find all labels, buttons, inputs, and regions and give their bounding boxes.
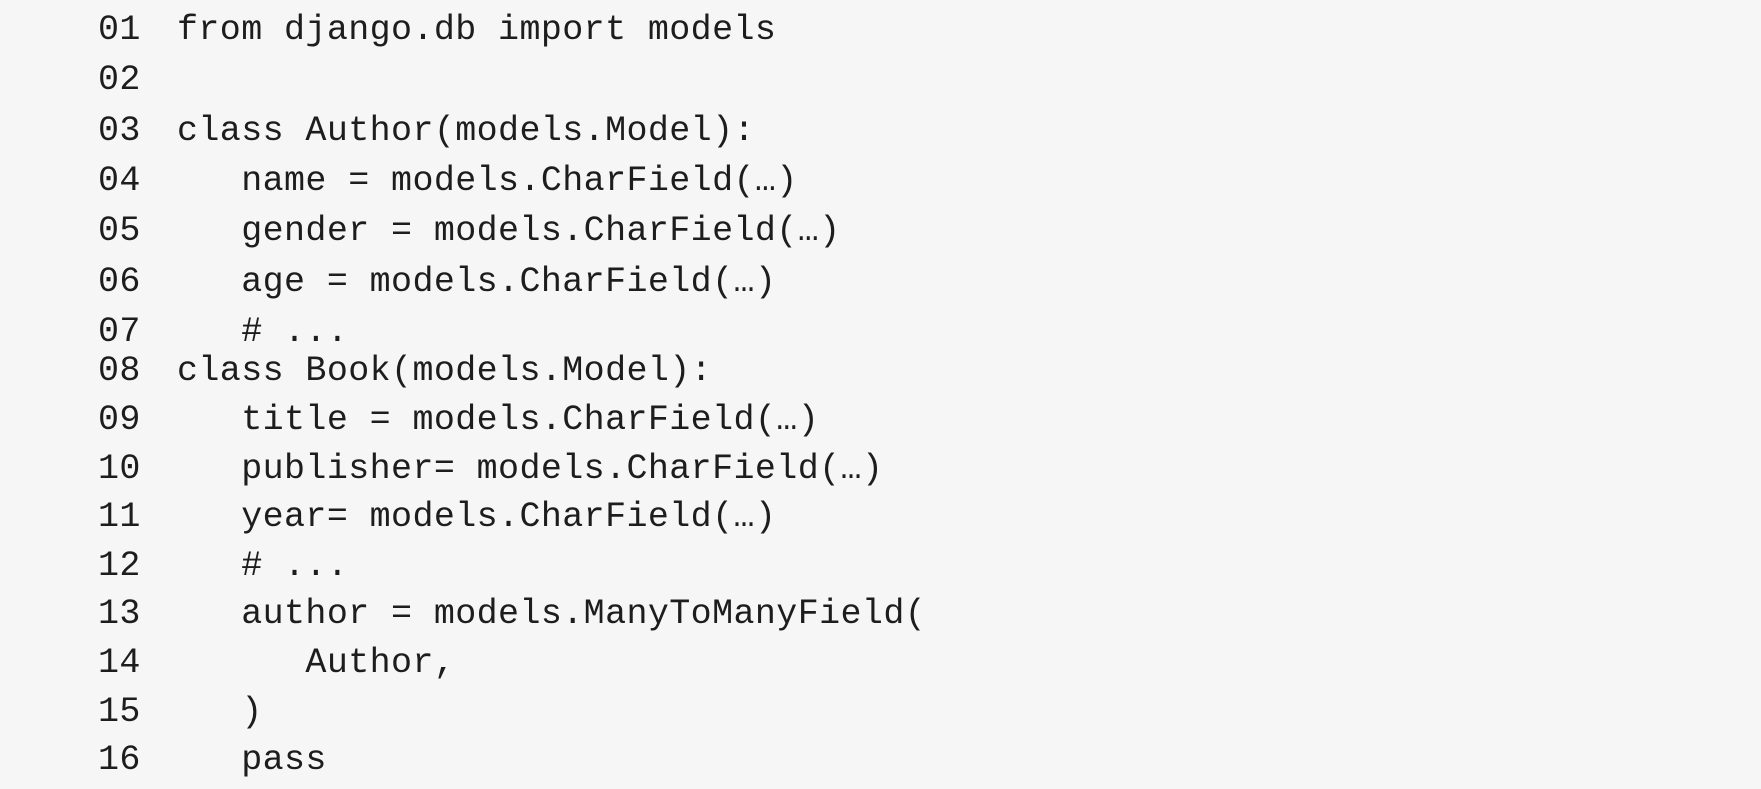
line-number: 15 [98, 691, 141, 732]
line-number: 10 [98, 448, 141, 489]
code-line: 05 gender = models.CharField(…) [98, 206, 1761, 256]
code-line: 11 year= models.CharField(…) [98, 493, 1761, 542]
line-number: 09 [98, 399, 141, 440]
line-number: 14 [98, 642, 141, 683]
code-text: ) [177, 691, 263, 732]
code-line: 09 title = models.CharField(…) [98, 396, 1761, 445]
code-text: # ... [177, 545, 349, 586]
code-text: age = models.CharField(…) [177, 261, 777, 302]
line-number: 04 [98, 161, 141, 202]
code-text: Author, [177, 642, 456, 683]
code-text: year= models.CharField(…) [177, 497, 777, 538]
line-number: 12 [98, 545, 141, 586]
code-text: title = models.CharField(…) [177, 399, 820, 440]
code-line: 10 publisher= models.CharField(…) [98, 444, 1761, 493]
code-line: 07 # ... [98, 307, 1761, 357]
code-line: 13 author = models.ManyToManyField( [98, 590, 1761, 639]
code-text: # ... [177, 311, 349, 352]
code-text: class Author(models.Model): [177, 110, 755, 151]
code-line: 02 [98, 55, 1761, 105]
code-line: 01 from django.db import models [98, 5, 1761, 55]
code-line: 16 pass [98, 736, 1761, 785]
line-number: 08 [98, 351, 141, 392]
code-text: author = models.ManyToManyField( [177, 594, 927, 635]
code-line: 03 class Author(models.Model): [98, 106, 1761, 156]
line-number: 06 [98, 261, 141, 302]
code-line: 06 age = models.CharField(…) [98, 256, 1761, 306]
code-text: gender = models.CharField(…) [177, 211, 841, 252]
code-text: from django.db import models [177, 10, 777, 51]
line-number: 11 [98, 497, 141, 538]
code-line: 14 Author, [98, 639, 1761, 688]
code-line: 12 # ... [98, 541, 1761, 590]
line-number: 07 [98, 311, 141, 352]
line-number: 13 [98, 594, 141, 635]
code-text: pass [177, 740, 327, 781]
line-number: 05 [98, 211, 141, 252]
line-number: 02 [98, 60, 141, 101]
code-line: 08 class Book(models.Model): [98, 347, 1761, 396]
code-line: 04 name = models.CharField(…) [98, 156, 1761, 206]
code-line: 15 ) [98, 687, 1761, 736]
code-text: name = models.CharField(…) [177, 161, 798, 202]
code-text: publisher= models.CharField(…) [177, 448, 884, 489]
line-number: 01 [98, 10, 141, 51]
code-text: class Book(models.Model): [177, 351, 713, 392]
line-number: 16 [98, 740, 141, 781]
line-number: 03 [98, 110, 141, 151]
